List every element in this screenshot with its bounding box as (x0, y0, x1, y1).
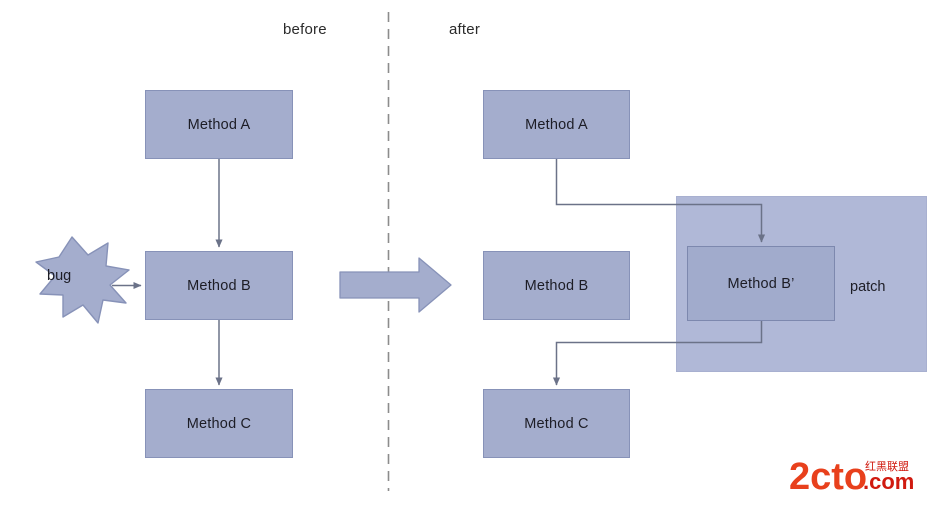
edge-after-a-to-bprime (555, 159, 766, 243)
node-method-c-before[interactable]: Method C (145, 389, 293, 458)
watermark-brand-text: 2cto (789, 456, 867, 498)
transition-arrow (339, 257, 452, 313)
column-label-before: before (283, 21, 327, 38)
node-method-b-prime[interactable]: Method B’ (687, 246, 835, 321)
edge-after-bprime-to-c (552, 321, 763, 386)
bug-star-shape (35, 236, 130, 324)
patch-label: patch (850, 279, 886, 295)
node-method-c-after[interactable]: Method C (483, 389, 630, 458)
bug-label: bug (47, 268, 72, 284)
watermark-chinese-text: 红黑联盟 (865, 460, 909, 473)
watermark-2cto: 2cto .com 红黑联盟 (789, 456, 914, 498)
watermark-tld-text: .com (863, 469, 914, 494)
node-method-a-after[interactable]: Method A (483, 90, 630, 159)
node-method-b-before[interactable]: Method B (145, 251, 293, 320)
node-method-b-after[interactable]: Method B (483, 251, 630, 320)
node-method-a-before[interactable]: Method A (145, 90, 293, 159)
column-label-after: after (449, 21, 481, 38)
